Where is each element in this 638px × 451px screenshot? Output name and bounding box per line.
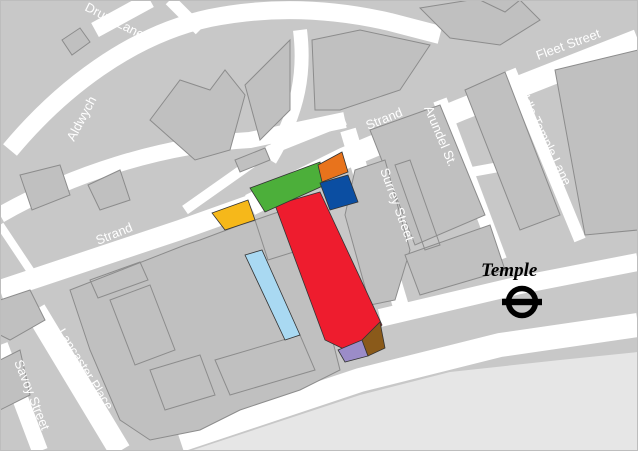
building-block: [418, 0, 541, 46]
highlight-brown-building: [361, 321, 386, 357]
building-block: [311, 29, 431, 111]
london-underground-roundel-icon: [502, 285, 542, 319]
highlight-yellow-building: [211, 199, 256, 231]
building-outline: [109, 284, 176, 366]
building-details: [89, 159, 441, 411]
road-aldwych-crescent: [3, 1, 443, 156]
building-outline: [149, 354, 216, 411]
building-block: [0, 289, 46, 341]
road-temple-place: [377, 253, 638, 327]
building-block: [19, 164, 71, 211]
highlight-blue-building: [319, 174, 359, 211]
road-middle-temple-lane: [504, 67, 586, 243]
building-block: [234, 147, 271, 173]
road-top-connector: [165, 0, 205, 35]
building-block: [87, 169, 131, 211]
building-block: [479, 0, 521, 13]
thames-embankment-area: [190, 352, 638, 451]
building-block: [344, 159, 411, 306]
building-block: [464, 71, 561, 231]
road-victoria-embankment: [176, 313, 638, 451]
building-block: [244, 38, 291, 141]
roundel-bar: [502, 298, 542, 306]
building-block: [404, 224, 506, 296]
building-outline: [394, 159, 441, 251]
building-outline: [89, 261, 149, 299]
road-lancaster-place: [25, 304, 130, 451]
station-name-temple: Temple: [481, 260, 538, 281]
highlight-light-blue-building: [244, 249, 301, 341]
building-block: [369, 104, 486, 246]
road-west-lane: [0, 222, 44, 288]
building-block: [61, 27, 91, 56]
road-aldwych-inner: [263, 29, 309, 164]
building-block: [149, 69, 246, 161]
road-drury-lane: [91, 0, 154, 38]
building-block: [554, 49, 638, 236]
building-outline: [214, 334, 316, 396]
highlighted-buildings: [211, 151, 386, 363]
building-block: [0, 349, 31, 411]
highlight-orange-building: [317, 151, 349, 183]
